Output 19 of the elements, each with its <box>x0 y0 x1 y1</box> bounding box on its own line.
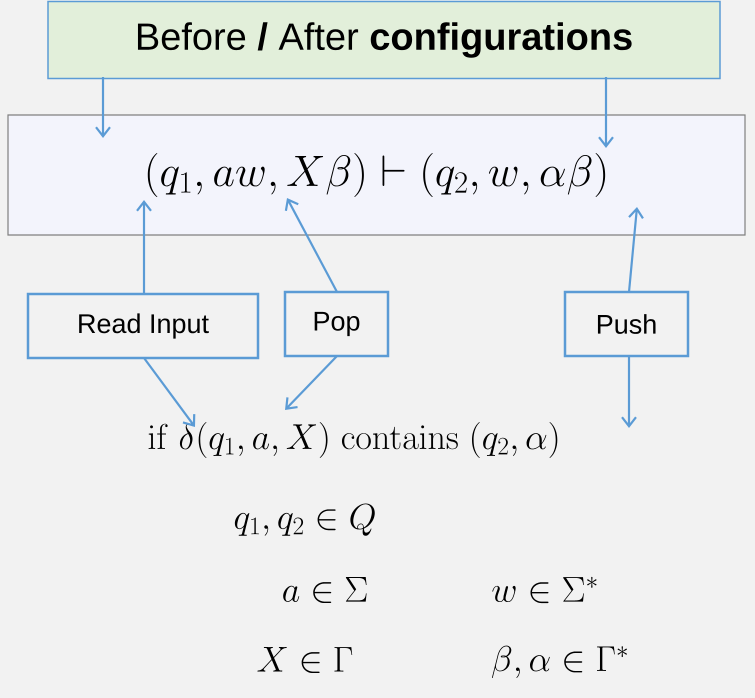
arrow <box>621 356 637 428</box>
arrow <box>285 355 338 410</box>
arrow <box>136 200 152 294</box>
formula: $X \in \Gamma$ <box>258 647 352 674</box>
label-box: Push <box>564 290 690 358</box>
condition-formula: $\mathrm{if}\ \delta(q_1, a, X)\ \mathrm{contains}\ (q_2, \alpha)$ <box>148 422 558 458</box>
formula: $\beta, \alpha \in \Gamma^*$ <box>492 646 627 678</box>
formula: $q_1, q_2 \in Q$ <box>234 503 375 536</box>
label-box: Read Input <box>26 292 260 360</box>
arrow <box>284 198 338 293</box>
title-box: Before / After configurations <box>47 0 721 80</box>
formula: $w \in \Sigma^*$ <box>492 576 596 604</box>
arrow <box>628 207 644 292</box>
formula: $a \in \Sigma$ <box>283 577 367 604</box>
arrow <box>143 357 196 427</box>
formula-box: $(q_1, aw, X\beta) \vdash (q_2, w, \alpha\beta)$ <box>7 114 746 236</box>
label-box: Pop <box>284 290 390 358</box>
arrow <box>95 77 111 138</box>
arrow <box>598 77 614 148</box>
